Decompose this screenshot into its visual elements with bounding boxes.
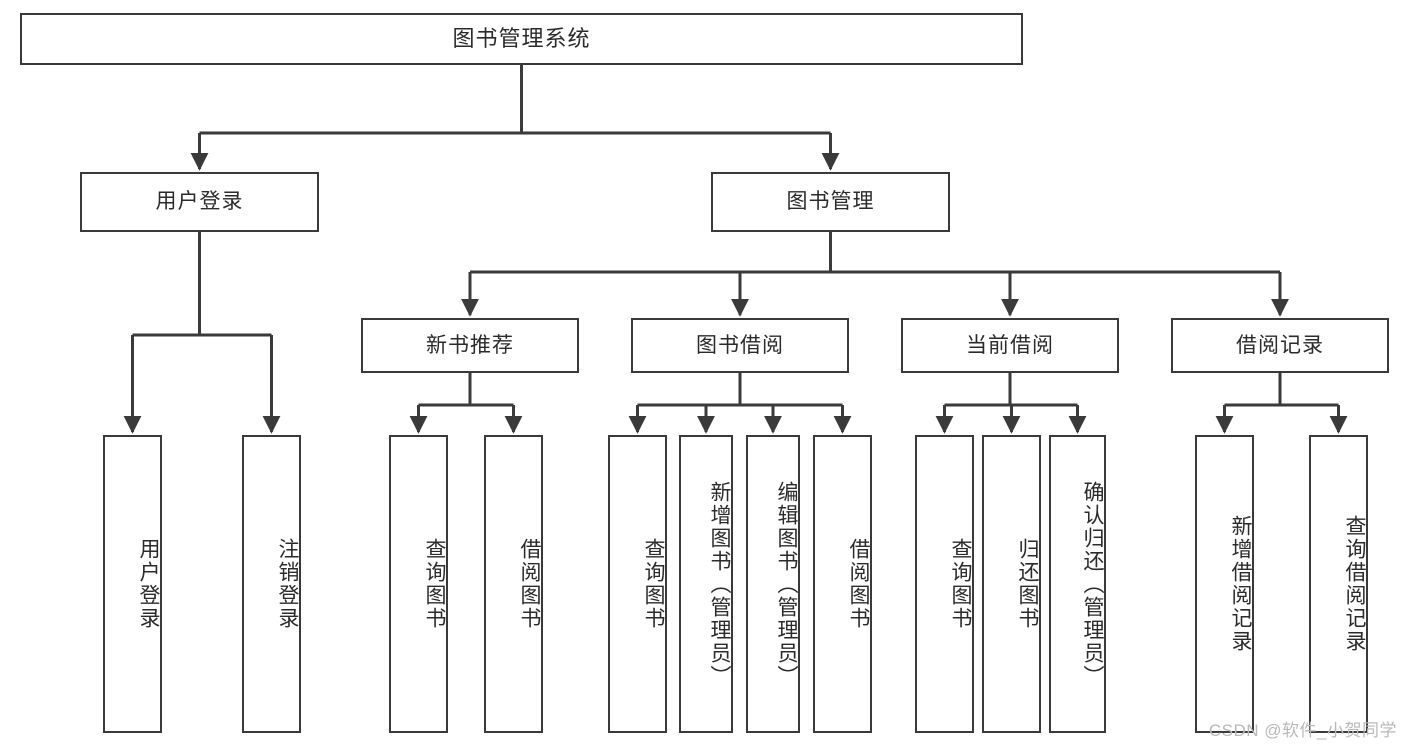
node-user-login[interactable]: 用户登录: [80, 172, 319, 232]
node-borrow-record[interactable]: 借阅记录: [1171, 318, 1389, 373]
leaf-user-login[interactable]: 用户登录: [103, 435, 162, 733]
leaf-borrow-book-1-label: 借阅图书: [518, 538, 541, 630]
node-borrow-record-label: 借阅记录: [1236, 333, 1324, 357]
node-book-borrow[interactable]: 图书借阅: [631, 318, 849, 373]
leaf-query-book-1-label: 查询图书: [423, 538, 446, 630]
leaf-query-borrow-record-label: 查询借阅记录: [1343, 515, 1366, 653]
leaf-query-book-1[interactable]: 查询图书: [389, 435, 448, 733]
leaf-query-borrow-record[interactable]: 查询借阅记录: [1309, 435, 1368, 733]
leaf-add-borrow-record-label: 新增借阅记录: [1229, 515, 1252, 653]
node-root-label: 图书管理系统: [452, 25, 591, 51]
node-new-book-recommend[interactable]: 新书推荐: [361, 318, 579, 373]
leaf-query-book-2[interactable]: 查询图书: [608, 435, 667, 733]
leaf-logout-label: 注销登录: [276, 538, 299, 630]
leaf-add-borrow-record[interactable]: 新增借阅记录: [1195, 435, 1254, 733]
node-new-book-recommend-label: 新书推荐: [426, 333, 514, 357]
leaf-return-book[interactable]: 归还图书: [982, 435, 1041, 733]
leaf-borrow-book-2-label: 借阅图书: [847, 538, 870, 630]
leaf-borrow-book-2[interactable]: 借阅图书: [813, 435, 872, 733]
leaf-add-book[interactable]: 新增图书（管理员）: [679, 435, 733, 733]
node-book-borrow-label: 图书借阅: [696, 333, 784, 357]
leaf-logout[interactable]: 注销登录: [242, 435, 301, 733]
node-current-borrow-label: 当前借阅: [966, 333, 1054, 357]
node-book-manage-label: 图书管理: [786, 190, 875, 214]
leaf-query-book-2-label: 查询图书: [642, 538, 665, 630]
node-root[interactable]: 图书管理系统: [20, 13, 1023, 65]
node-book-manage[interactable]: 图书管理: [711, 172, 950, 232]
leaf-edit-book-label: 编辑图书（管理员）: [775, 480, 798, 688]
leaf-query-book-3[interactable]: 查询图书: [915, 435, 974, 733]
leaf-edit-book[interactable]: 编辑图书（管理员）: [746, 435, 800, 733]
leaf-confirm-return[interactable]: 确认归还（管理员）: [1049, 435, 1106, 733]
node-user-login-label: 用户登录: [155, 190, 244, 214]
leaf-add-book-label: 新增图书（管理员）: [708, 480, 731, 688]
leaf-confirm-return-label: 确认归还（管理员）: [1081, 480, 1104, 688]
leaf-query-book-3-label: 查询图书: [949, 538, 972, 630]
leaf-borrow-book-1[interactable]: 借阅图书: [484, 435, 543, 733]
leaf-user-login-label: 用户登录: [137, 538, 160, 630]
node-current-borrow[interactable]: 当前借阅: [901, 318, 1119, 373]
watermark: CSDN @软件_小贺同学: [1208, 721, 1397, 740]
leaf-return-book-label: 归还图书: [1016, 538, 1039, 630]
